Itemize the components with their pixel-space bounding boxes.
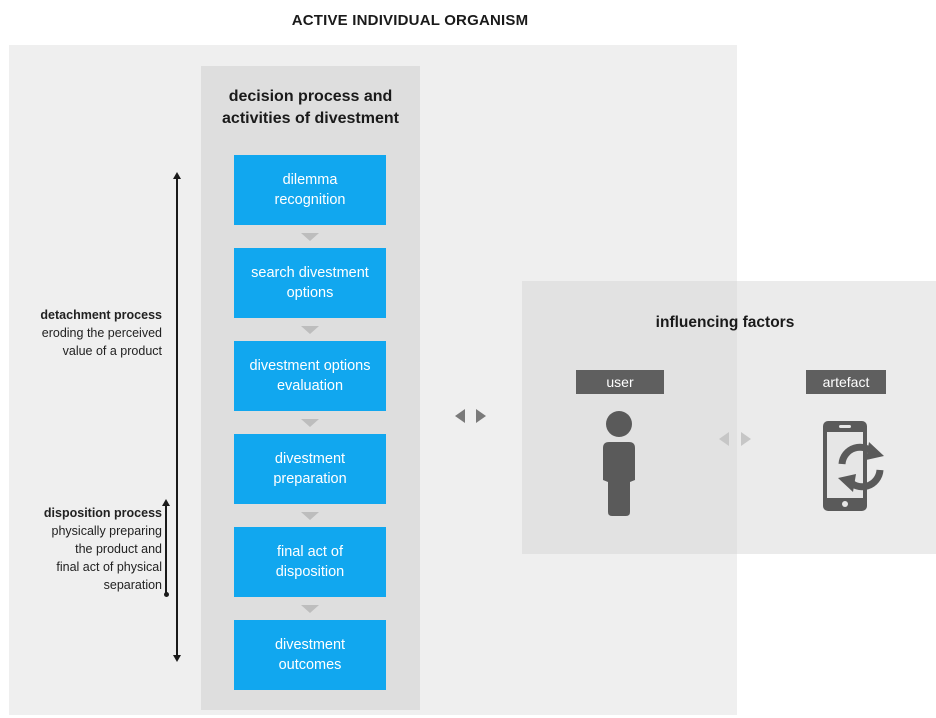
smartphone-refresh-icon	[823, 421, 884, 511]
decision-process-title: decision process and activities of dives…	[201, 86, 420, 130]
step-down-arrow	[301, 233, 319, 241]
disposition-end-dot	[164, 592, 169, 597]
influencing-factors-box	[522, 281, 936, 554]
user-tag: user	[576, 370, 664, 394]
person-icon	[603, 411, 635, 516]
influencing-factors-title: influencing factors	[655, 314, 795, 331]
step-down-arrow	[301, 512, 319, 520]
diagram-title: ACTIVE INDIVIDUAL ORGANISM	[291, 12, 529, 29]
disposition-process-line	[165, 505, 167, 594]
step-down-arrow	[301, 326, 319, 334]
decision-process-title-text: decision process and activities of dives…	[222, 88, 399, 127]
step-divestment-preparation: divestment preparation	[234, 434, 386, 504]
detachment-process-heading: detachment process	[40, 308, 162, 322]
detachment-process-line	[176, 178, 178, 656]
disposition-arrow-up-icon	[162, 499, 170, 506]
disposition-process-heading: disposition process	[43, 506, 162, 520]
step-down-arrow	[301, 605, 319, 613]
step-search-options: search divestment options	[234, 248, 386, 318]
detachment-process-label: detachment process eroding the perceived…	[40, 306, 162, 360]
artefact-tag: artefact	[806, 370, 886, 394]
detachment-arrow-down-icon	[173, 655, 181, 662]
step-options-evaluation: divestment options evaluation	[234, 341, 386, 411]
step-down-arrow	[301, 419, 319, 427]
detachment-arrow-up-icon	[173, 172, 181, 179]
disposition-process-label: disposition process physically preparing…	[44, 504, 162, 594]
detachment-process-description: eroding the perceived value of a product	[41, 326, 162, 358]
step-divestment-outcomes: divestment outcomes	[234, 620, 386, 690]
step-final-act: final act of disposition	[234, 527, 386, 597]
step-dilemma-recognition: dilemma recognition	[234, 155, 386, 225]
disposition-process-description: physically preparing the product and fin…	[51, 524, 162, 592]
